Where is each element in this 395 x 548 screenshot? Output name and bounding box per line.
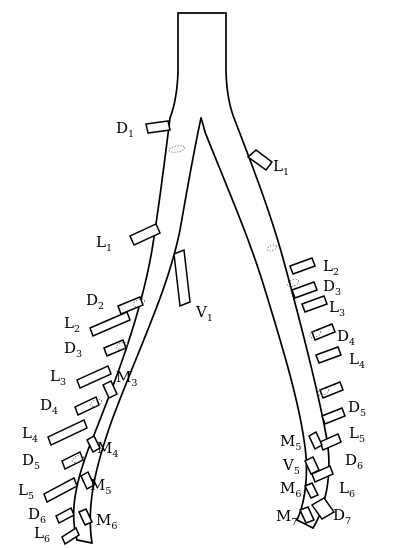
branch-stub-r-m7 bbox=[300, 507, 314, 523]
label-r-m5: M5 bbox=[280, 432, 301, 453]
branch-stub-v1 bbox=[174, 250, 190, 306]
label-l6: L6 bbox=[34, 524, 50, 545]
branch-stub-r-l5 bbox=[322, 408, 345, 424]
branch-stub-l1-left bbox=[130, 224, 160, 245]
label-d1: D1 bbox=[116, 119, 134, 140]
label-l5: L5 bbox=[18, 481, 34, 502]
label-r-l6: L6 bbox=[339, 479, 355, 500]
branch-stub-l4 bbox=[48, 420, 87, 445]
branch-stub-r-d7 bbox=[312, 498, 334, 519]
label-d3: D3 bbox=[64, 339, 82, 360]
label-r-l3: L3 bbox=[329, 298, 345, 319]
branch-stub-r-l2 bbox=[290, 258, 315, 274]
branch-stub-r-l4 bbox=[316, 347, 341, 363]
label-r-m6: M6 bbox=[280, 479, 301, 500]
label-d5: D5 bbox=[22, 451, 40, 472]
label-m6: M6 bbox=[96, 511, 117, 532]
branch-stub-l2 bbox=[90, 312, 130, 336]
label-l4: L4 bbox=[22, 424, 38, 445]
label-d4: D4 bbox=[40, 396, 58, 417]
branch-stub-r-m6 bbox=[305, 483, 318, 498]
label-r-d7: D7 bbox=[333, 506, 351, 527]
label-m4: M4 bbox=[97, 439, 118, 460]
label-m5: M5 bbox=[90, 476, 111, 497]
branch-stub-r-l3 bbox=[302, 296, 327, 312]
branch-stub-l1-right bbox=[248, 150, 272, 170]
label-v1: V1 bbox=[195, 303, 213, 324]
trachea-trunk bbox=[170, 13, 234, 118]
branch-stub-r-d5 bbox=[320, 382, 343, 398]
label-r-d5: D5 bbox=[348, 398, 366, 419]
carina bbox=[201, 118, 205, 132]
branch-stub-r-m5 bbox=[309, 432, 322, 449]
label-r-d4: D4 bbox=[337, 327, 355, 348]
branch-stub-l6 bbox=[62, 528, 79, 544]
branch-stub-l5 bbox=[44, 478, 77, 502]
branch-stub-m3 bbox=[103, 381, 117, 398]
label-r-l1: L1 bbox=[273, 157, 289, 178]
branch-stub-r-d6 bbox=[320, 434, 341, 450]
label-r-l5: L5 bbox=[349, 424, 365, 445]
label-m3: M3 bbox=[116, 368, 137, 389]
label-l3: L3 bbox=[50, 367, 66, 388]
branch-stub-d6 bbox=[56, 508, 74, 523]
branch-stub-d1 bbox=[146, 121, 170, 133]
branch-stub-r-d3 bbox=[292, 282, 317, 298]
label-r-l2: L2 bbox=[323, 257, 339, 278]
label-r-v5: V5 bbox=[282, 456, 300, 477]
label-r-d3: D3 bbox=[323, 277, 341, 298]
label-l1-left: L1 bbox=[96, 233, 112, 254]
label-d6: D6 bbox=[28, 505, 46, 526]
label-r-m7: M7 bbox=[276, 507, 297, 528]
label-r-d6: D6 bbox=[345, 451, 363, 472]
branch-stub-r-d4 bbox=[312, 324, 335, 340]
label-l2: L2 bbox=[64, 314, 80, 335]
label-d2: D2 bbox=[86, 291, 104, 312]
label-r-l4: L4 bbox=[349, 350, 365, 371]
